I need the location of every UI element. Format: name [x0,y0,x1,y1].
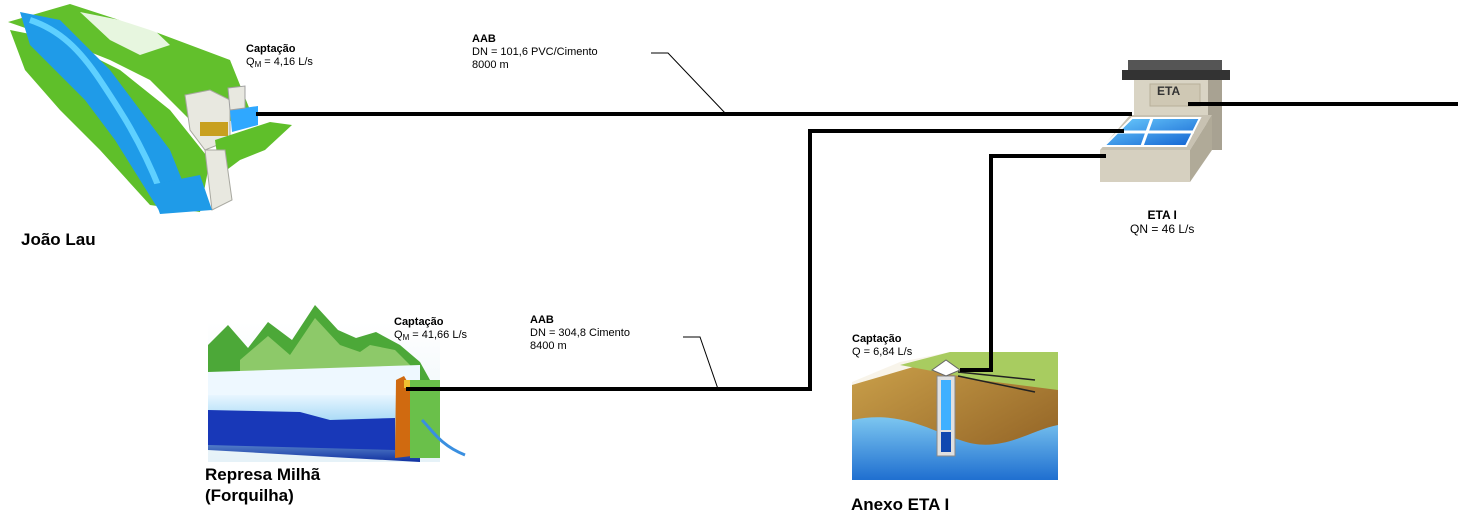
aab2-leader-line [683,336,719,390]
eta-plant-illustration [1100,60,1230,182]
represa-name: Represa Milhã (Forquilha) [205,464,320,506]
joao-lau-flow: QM = 4,16 L/s [246,56,313,69]
anexo-intake-title: Captação [852,333,902,345]
callout-leaders [651,52,727,390]
aab2-label: AAB DN = 304,8 Cimento 8400 m [530,314,630,353]
pipe-represa-to-eta [406,129,1124,391]
eta-label: ETA I QN = 46 L/s [1130,208,1194,236]
pipelines [256,102,1458,391]
aab1-title: AAB [472,33,496,45]
aab2-title: AAB [530,314,554,326]
represa-intake-label: Captação QM = 41,66 L/s [394,316,467,344]
represa-flow: QM = 41,66 L/s [394,329,468,342]
aab1-leader-line [651,52,727,115]
represa-intake-title: Captação [394,316,444,328]
aab1-diameter: DN = 101,6 PVC/Cimento [472,46,598,58]
represa-name-line1: Represa Milhã [205,465,321,484]
joao-lau-intake-illustration [8,4,292,214]
anexo-flow: Q = 6,84 L/s [852,346,913,358]
eta-capacity: QN = 46 L/s [1130,222,1195,236]
represa-milha-illustration [208,305,466,462]
aab1-label: AAB DN = 101,6 PVC/Cimento 8000 m [472,33,598,72]
eta-sign: ETA [1157,84,1181,98]
anexo-intake-label: Captação Q = 6,84 L/s [852,333,912,359]
represa-name-line2: (Forquilha) [205,486,294,505]
joao-lau-name: João Lau [21,230,96,249]
aab1-length: 8000 m [472,59,509,71]
pipe-anexo-to-eta [960,154,1106,372]
aab2-length: 8400 m [530,340,567,352]
eta-name: ETA I [1147,208,1177,222]
anexo-name: Anexo ETA I [851,495,950,514]
joao-lau-intake-title: Captação [246,43,296,55]
aab2-diameter: DN = 304,8 Cimento [530,327,630,339]
anexo-eta-well-illustration [852,352,1058,480]
joao-lau-intake-label: Captação QM = 4,16 L/s [246,43,313,71]
